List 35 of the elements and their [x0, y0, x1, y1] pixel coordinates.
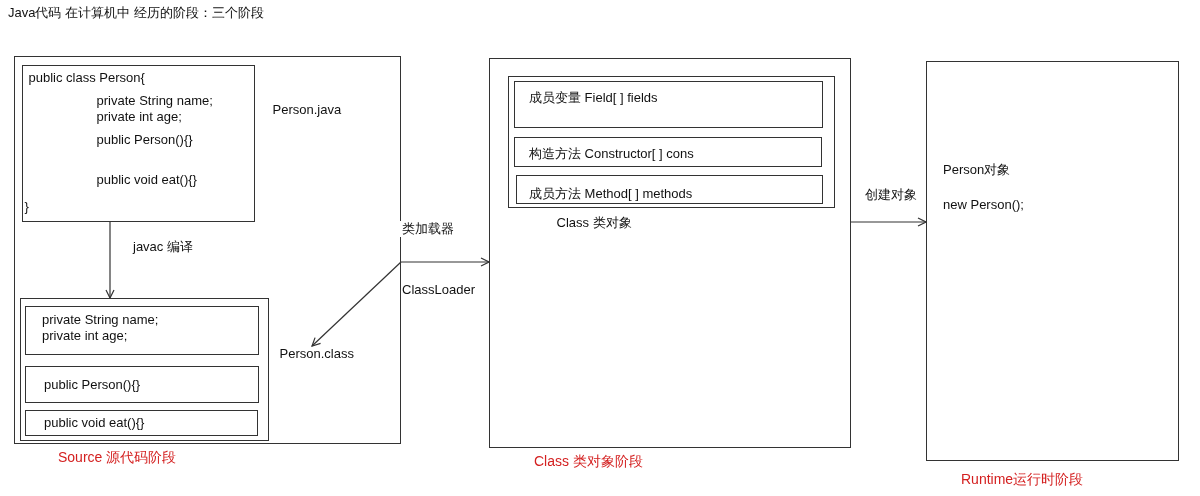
stage-heading: Class 类对象阶段 — [534, 453, 643, 469]
arrow — [400, 257, 490, 267]
code-text: private String name; private int age; — [42, 312, 160, 344]
edge-label: 创建对象 — [863, 187, 919, 203]
code-text: public void eat(){} — [96, 171, 197, 188]
class-file-box — [19, 297, 269, 441]
code-text: 成员方法 Method[ ] methods — [529, 186, 693, 202]
code-text: } — [24, 198, 29, 215]
method-box — [25, 410, 258, 436]
arrow — [105, 221, 115, 299]
edge-label: 类加载器 — [400, 221, 456, 237]
constructor-box — [514, 137, 822, 167]
constructor-box — [25, 366, 259, 403]
edge-label: javac 编译 — [131, 239, 195, 255]
code-text: new Person(); — [943, 197, 1024, 213]
code-text: public void eat(){} — [44, 415, 145, 431]
field-box — [514, 81, 823, 128]
diagram-title: Java代码 在计算机中 经历的阶段：三个阶段 — [8, 5, 264, 21]
file-name: Person.class — [279, 345, 354, 362]
field-box — [25, 306, 259, 355]
box-caption: Class 类对象 — [556, 214, 632, 231]
arrow — [311, 261, 402, 347]
code-text: Person对象 — [943, 162, 1011, 178]
arrow — [850, 217, 927, 227]
stage-heading: Runtime运行时阶段 — [961, 471, 1084, 487]
code-text: 构造方法 Constructor[ ] cons — [529, 146, 694, 162]
code-text: 成员变量 Field[ ] fields — [529, 90, 658, 106]
code-text: public Person(){} — [44, 377, 141, 393]
loader-label: ClassLoader — [402, 282, 475, 298]
code-text: private String name; private int age; — [96, 92, 214, 125]
stage-heading: Source 源代码阶段 — [58, 449, 177, 465]
file-name: Person.java — [272, 101, 342, 118]
method-box — [516, 175, 823, 204]
code-text: public class Person{ — [28, 69, 145, 86]
code-text: public Person(){} — [96, 131, 193, 148]
